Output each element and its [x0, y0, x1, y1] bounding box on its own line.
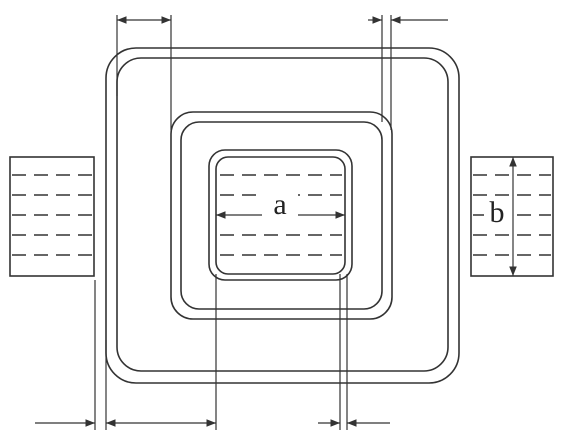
label-b: b	[490, 196, 505, 229]
middle-frame	[170, 111, 393, 320]
top-dimensions	[116, 15, 448, 130]
dimension-b: b	[484, 157, 517, 276]
label-a: a	[273, 188, 286, 221]
outer-frame	[105, 47, 460, 384]
right-winding-block	[470, 156, 554, 277]
left-winding-block	[9, 156, 95, 277]
bottom-dimensions	[35, 274, 390, 430]
dimension-a: a	[216, 188, 345, 222]
